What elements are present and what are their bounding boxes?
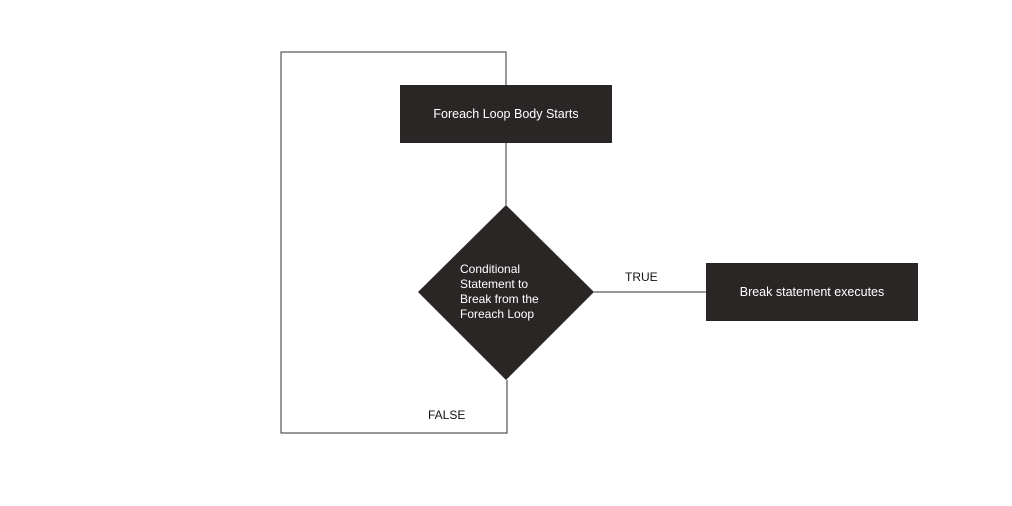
break-node: Break statement executes bbox=[706, 263, 918, 321]
false-edge-label: FALSE bbox=[428, 408, 466, 422]
start-node-label: Foreach Loop Body Starts bbox=[433, 107, 579, 121]
condition-diamond bbox=[418, 205, 594, 380]
start-node: Foreach Loop Body Starts bbox=[400, 85, 612, 143]
false-loop-edge bbox=[280, 51, 508, 434]
break-node-label: Break statement executes bbox=[739, 285, 885, 299]
condition-node-label: Conditional Statement to Break from the … bbox=[460, 262, 539, 321]
true-edge-label: TRUE bbox=[625, 270, 658, 284]
